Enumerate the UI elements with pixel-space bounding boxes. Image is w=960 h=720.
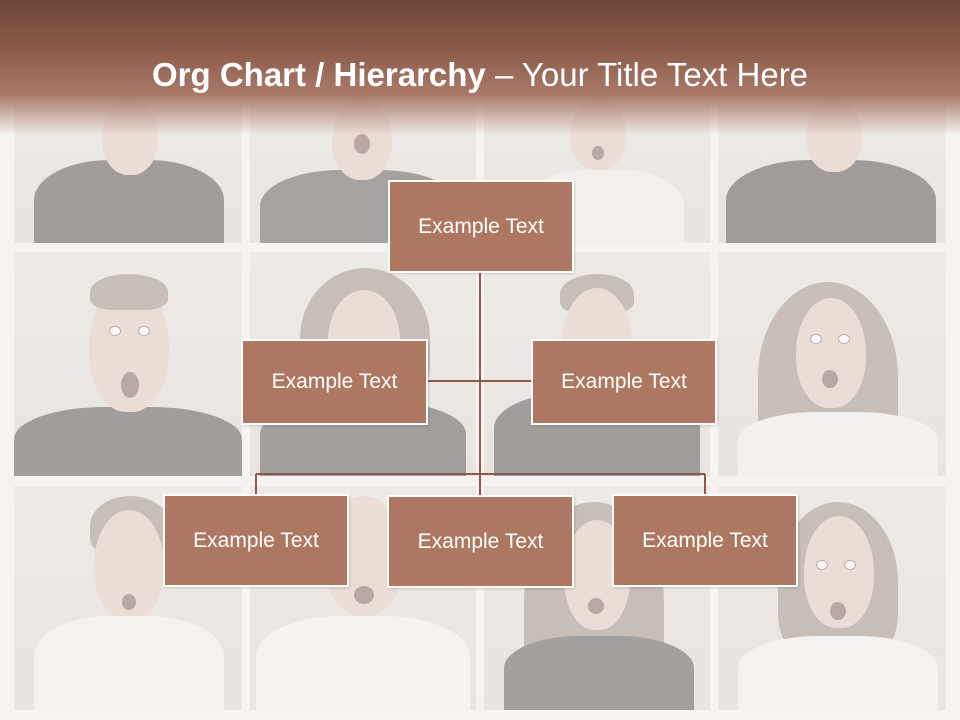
page-title: Org Chart / Hierarchy – Your Title Text … <box>152 52 942 98</box>
title-bold: Org Chart / Hierarchy <box>152 56 486 93</box>
org-node-child-3[interactable]: Example Text <box>612 494 798 587</box>
title-dash: – <box>485 56 522 93</box>
org-node-label: Example Text <box>417 529 544 553</box>
org-node-label: Example Text <box>418 214 544 238</box>
org-node-assistant-right[interactable]: Example Text <box>531 339 717 425</box>
org-node-child-1[interactable]: Example Text <box>163 494 349 587</box>
org-node-label: Example Text <box>561 370 687 393</box>
org-node-label: Example Text <box>642 528 768 552</box>
org-node-assistant-left[interactable]: Example Text <box>241 339 428 425</box>
title-band <box>0 0 960 135</box>
title-rest: Your Title Text Here <box>521 56 809 93</box>
org-node-label: Example Text <box>271 370 398 393</box>
org-node-child-2[interactable]: Example Text <box>387 495 574 588</box>
org-node-root[interactable]: Example Text <box>388 180 574 273</box>
org-node-label: Example Text <box>193 528 319 552</box>
